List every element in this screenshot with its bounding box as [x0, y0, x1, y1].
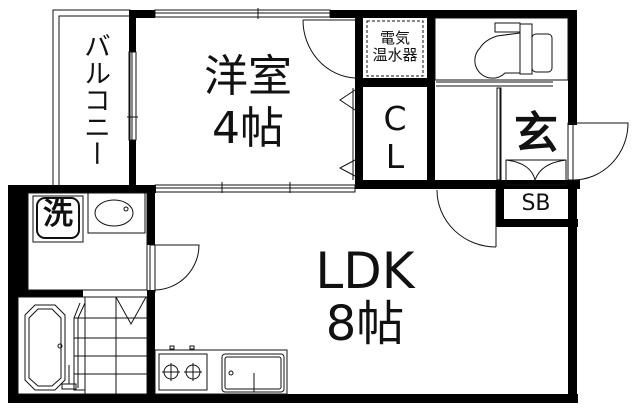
- bathroom: [17, 296, 148, 395]
- closet-doors: [338, 88, 356, 180]
- door-western-room: [302, 19, 356, 79]
- window-balcony: [127, 51, 138, 141]
- walls: [8, 10, 580, 403]
- room-label-entrance: 玄: [514, 108, 558, 159]
- door-washroom: [149, 244, 200, 293]
- shoe-box-doors: [505, 159, 567, 186]
- water-heater-line1: 電気: [379, 29, 410, 47]
- room-label-balcony: バルコニー: [79, 32, 110, 167]
- kitchen: [154, 345, 288, 395]
- room-label-western-room: 洋室 4帖: [193, 55, 303, 151]
- sliding-door-western-ldk: [154, 182, 356, 193]
- room-label-washing: 洗: [43, 197, 73, 232]
- window-top: [154, 8, 331, 19]
- water-heater-line2: 温水器: [372, 46, 418, 64]
- ldk-name: LDK: [315, 242, 415, 300]
- water-heater-box: [366, 20, 424, 77]
- washroom: [27, 192, 148, 291]
- room-label-water-heater: 電気 温水器: [367, 30, 423, 64]
- room-label-ldk: LDK 8帖: [290, 246, 440, 348]
- door-ldk-corridor: [436, 189, 497, 248]
- front-door: [567, 122, 629, 181]
- ldk-size: 8帖: [325, 296, 405, 352]
- corridor-rail: [496, 87, 502, 181]
- closet-line2: L: [385, 137, 405, 176]
- room-label-shoe-box: SB: [521, 191, 551, 216]
- room-label-closet: C L: [363, 100, 427, 176]
- closet-line1: C: [383, 99, 407, 138]
- western-room-size: 4帖: [212, 103, 284, 154]
- western-room-name: 洋室: [204, 51, 292, 102]
- toilet: [434, 17, 569, 87]
